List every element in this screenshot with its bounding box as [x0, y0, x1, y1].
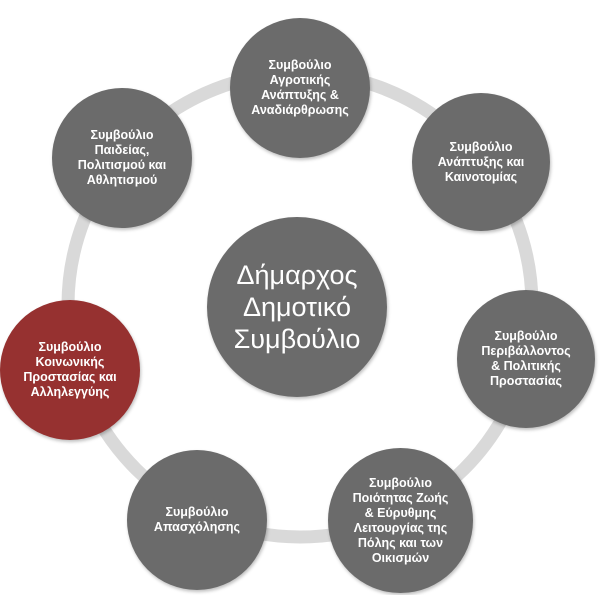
- node-social-protection-council: Συμβούλιο Κοινωνικής Προστασίας και Αλλη…: [0, 300, 140, 440]
- node-employment-council: Συμβούλιο Απασχόλησης: [127, 450, 267, 590]
- node-environment-council: Συμβούλιο Περιβάλλοντος & Πολιτικής Προσ…: [457, 290, 595, 428]
- center-node-label: Δήμαρχος Δημοτικό Συμβούλιο: [233, 260, 361, 354]
- node-label: Συμβούλιο Παιδείας, Πολιτισμού και Αθλητ…: [77, 128, 167, 187]
- node-label: Συμβούλιο Αγροτικής Ανάπτυξης & Αναδιάρθ…: [251, 58, 349, 117]
- node-label: Συμβούλιο Περιβάλλοντος & Πολιτικής Προσ…: [481, 329, 571, 388]
- node-development-council: Συμβούλιο Ανάπτυξης και Καινοτομίας: [412, 93, 550, 231]
- node-label: Συμβούλιο Ανάπτυξης και Καινοτομίας: [437, 139, 525, 184]
- node-quality-of-life-council: Συμβούλιο Ποιότητας Ζωής & Εύρυθμης Λειτ…: [328, 448, 473, 593]
- node-agricultural-council: Συμβούλιο Αγροτικής Ανάπτυξης & Αναδιάρθ…: [230, 18, 370, 158]
- node-education-council: Συμβούλιο Παιδείας, Πολιτισμού και Αθλητ…: [52, 88, 192, 228]
- center-node-mayor-council: Δήμαρχος Δημοτικό Συμβούλιο: [207, 217, 387, 397]
- node-label: Συμβούλιο Ποιότητας Ζωής & Εύρυθμης Λειτ…: [352, 475, 449, 565]
- node-label: Συμβούλιο Απασχόλησης: [153, 505, 241, 534]
- node-label: Συμβούλιο Κοινωνικής Προστασίας και Αλλη…: [23, 340, 117, 399]
